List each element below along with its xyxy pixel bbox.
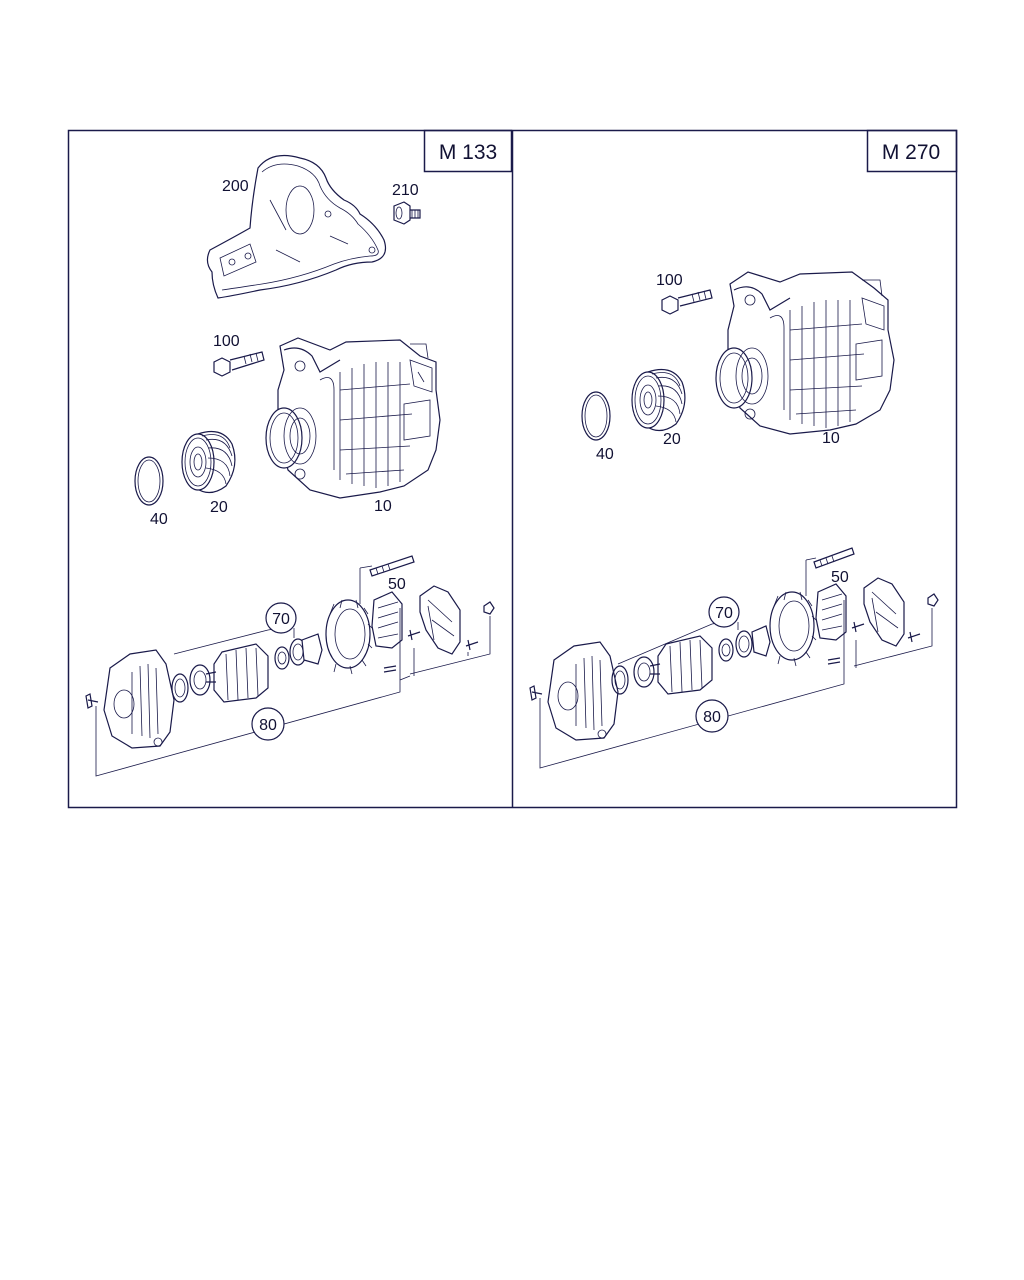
pulley-drawing	[181, 431, 236, 494]
bolt-100-drawing	[661, 289, 713, 315]
callout-10: 10	[374, 498, 392, 515]
callout-20: 20	[663, 431, 681, 448]
callout-80-circle	[251, 707, 285, 741]
callout-80-circle	[695, 699, 729, 733]
callout-50: 50	[388, 576, 406, 593]
engine-label-box	[866, 129, 958, 173]
heat-shield-drawing	[206, 155, 387, 299]
callout-70: 70	[272, 611, 290, 628]
panel-m133: M 133 200 210 100	[85, 129, 513, 777]
callout-100: 100	[656, 272, 683, 289]
callout-10: 10	[822, 430, 840, 447]
callout-70: 70	[715, 605, 733, 622]
callout-70-circle	[265, 602, 297, 634]
callout-40: 40	[150, 511, 168, 528]
alternator-drawing	[265, 337, 441, 499]
engine-label-box	[423, 129, 513, 173]
o-ring-drawing	[134, 456, 164, 506]
callout-40: 40	[596, 446, 614, 463]
bolt-100-drawing	[213, 351, 265, 377]
callout-80: 80	[703, 709, 721, 726]
callout-100: 100	[213, 333, 240, 350]
exploded-view-drawing	[85, 555, 495, 777]
panel-m270: M 270 100 40 20	[529, 129, 958, 769]
callout-20: 20	[210, 499, 228, 516]
bolt-210-drawing	[393, 201, 421, 225]
engine-label: M 270	[882, 141, 940, 164]
callout-50: 50	[831, 569, 849, 586]
o-ring-drawing	[581, 391, 611, 441]
engine-label: M 133	[439, 141, 497, 164]
pulley-drawing	[631, 369, 686, 432]
callout-210: 210	[392, 182, 419, 199]
alternator-drawing	[715, 271, 895, 435]
callout-70-circle	[708, 596, 740, 628]
callout-200: 200	[222, 178, 249, 195]
exploded-view-drawing	[529, 547, 939, 769]
callout-80: 80	[259, 717, 277, 734]
